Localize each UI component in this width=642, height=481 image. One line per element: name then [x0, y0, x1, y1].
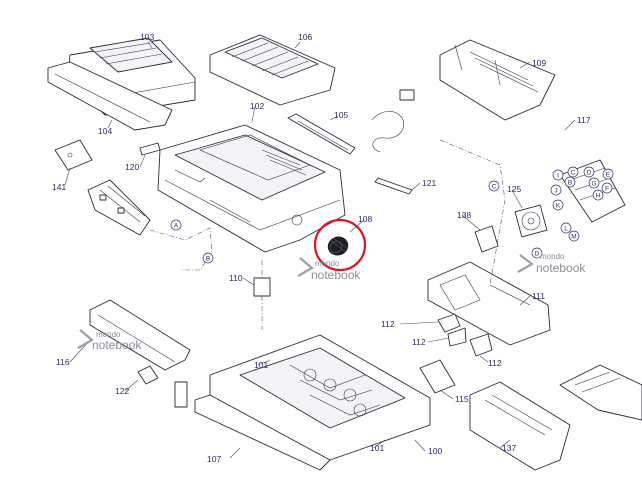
svg-text:F: F: [605, 186, 609, 193]
callout-112-b: 112: [412, 337, 426, 347]
part-104-flap[interactable]: [47, 61, 173, 131]
part-120-clip[interactable]: [139, 142, 161, 156]
letter-B-left: B: [202, 252, 214, 264]
letter-D-mid: D: [531, 247, 543, 259]
callout-100: 100: [428, 446, 442, 456]
letter-B-right: B: [564, 176, 576, 188]
callout-120: 120: [125, 162, 139, 172]
watermark-center: mondo notebook: [297, 257, 361, 282]
callout-117: 117: [577, 115, 591, 125]
part-110-bracket[interactable]: [253, 277, 271, 297]
watermark-left: mondo notebook: [77, 329, 142, 352]
svg-text:notebook: notebook: [92, 338, 142, 352]
svg-text:D: D: [587, 170, 592, 177]
letter-F: F: [601, 182, 613, 194]
svg-text:A: A: [174, 223, 179, 230]
svg-text:K: K: [556, 203, 561, 210]
svg-text:C: C: [571, 170, 576, 177]
part-115-board[interactable]: [419, 359, 456, 394]
part-106-rear-tray[interactable]: [209, 34, 336, 106]
svg-text:D: D: [535, 251, 540, 258]
part-111-side-housing[interactable]: [427, 261, 551, 346]
callout-110: 110: [229, 273, 243, 283]
letter-A: A: [170, 219, 182, 231]
part-112-clip-c[interactable]: [469, 333, 493, 357]
callout-103: 103: [140, 32, 154, 42]
callout-108: 108: [358, 214, 372, 224]
svg-text:B: B: [568, 180, 572, 187]
letter-C-right: C: [567, 166, 579, 178]
letter-I: I: [552, 169, 564, 181]
part-108-knob[interactable]: [313, 218, 367, 272]
callout-115: 115: [455, 394, 469, 404]
callout-122: 122: [115, 386, 129, 396]
svg-text:J: J: [554, 188, 557, 195]
svg-text:G: G: [591, 181, 596, 188]
letter-D-right: D: [583, 166, 595, 178]
letter-G: G: [588, 177, 600, 189]
svg-text:I: I: [557, 173, 559, 180]
part-102-main-body[interactable]: [157, 124, 346, 253]
part-109-top-panel[interactable]: [439, 39, 556, 121]
part-107-front-panel[interactable]: [194, 394, 331, 471]
part-105-guide-rail[interactable]: [287, 113, 356, 155]
callout-112-c: 112: [488, 358, 502, 368]
connector-block: [399, 89, 415, 101]
part-141-plate[interactable]: [54, 139, 93, 171]
part-122-screw[interactable]: [137, 365, 159, 385]
svg-text:mondo: mondo: [540, 252, 565, 261]
svg-text:H: H: [596, 193, 601, 200]
svg-text:M: M: [571, 234, 576, 241]
callout-141: 141: [52, 182, 66, 192]
svg-text:B: B: [206, 256, 210, 263]
letter-K: K: [552, 199, 564, 211]
leader-lines: [64, 41, 576, 459]
svg-text:E: E: [606, 172, 611, 179]
svg-text:C: C: [492, 184, 497, 191]
callout-111: 111: [532, 291, 545, 301]
part-141-bracket-assembly[interactable]: [87, 179, 151, 236]
part-116-bracket[interactable]: [89, 299, 191, 371]
svg-text:notebook: notebook: [536, 261, 586, 275]
part-bottom-right-tray[interactable]: [559, 364, 642, 421]
part-112-clip-a[interactable]: [437, 313, 461, 333]
callout-137: 137: [502, 443, 516, 453]
callout-116: 116: [56, 357, 70, 367]
callout-101-a: 101: [254, 360, 268, 370]
svg-text:L: L: [564, 226, 568, 233]
svg-text:mondo: mondo: [315, 259, 340, 268]
letter-C-mid: C: [488, 180, 500, 192]
svg-text:notebook: notebook: [311, 268, 361, 282]
callout-109: 109: [532, 58, 546, 68]
reference-letters: A B C D I B J C D E F G H K L M: [170, 166, 614, 264]
letter-M: M: [568, 230, 580, 242]
svg-text:mondo: mondo: [96, 330, 121, 339]
part-callouts: 103 106 109 104 102 105 117 120 141 121 …: [52, 32, 591, 464]
part-121-shaft[interactable]: [374, 177, 413, 195]
part-100-base-frame[interactable]: [209, 334, 431, 461]
part-137-bottom-plate[interactable]: [469, 381, 571, 471]
part-138-bracket[interactable]: [474, 225, 499, 253]
callout-102: 102: [250, 101, 264, 111]
letter-E: E: [602, 168, 614, 180]
callout-105: 105: [334, 110, 348, 120]
letter-L: L: [560, 222, 572, 234]
callout-104: 104: [98, 126, 112, 136]
callout-112-a: 112: [381, 319, 395, 329]
side-bracket: [174, 381, 188, 408]
letter-J: J: [550, 184, 562, 196]
callout-101-b: 101: [370, 443, 384, 453]
callout-138: 138: [457, 210, 471, 220]
part-112-clip-b[interactable]: [447, 327, 467, 347]
cable-assembly: [371, 111, 405, 153]
callout-107: 107: [207, 454, 221, 464]
callout-125: 125: [507, 184, 521, 194]
watermark-right: mondo notebook: [517, 252, 586, 275]
letter-H: H: [592, 189, 604, 201]
highlight-ring: [313, 218, 367, 272]
callout-121: 121: [422, 178, 436, 188]
part-125-fan[interactable]: [514, 204, 548, 238]
callout-106: 106: [298, 32, 312, 42]
